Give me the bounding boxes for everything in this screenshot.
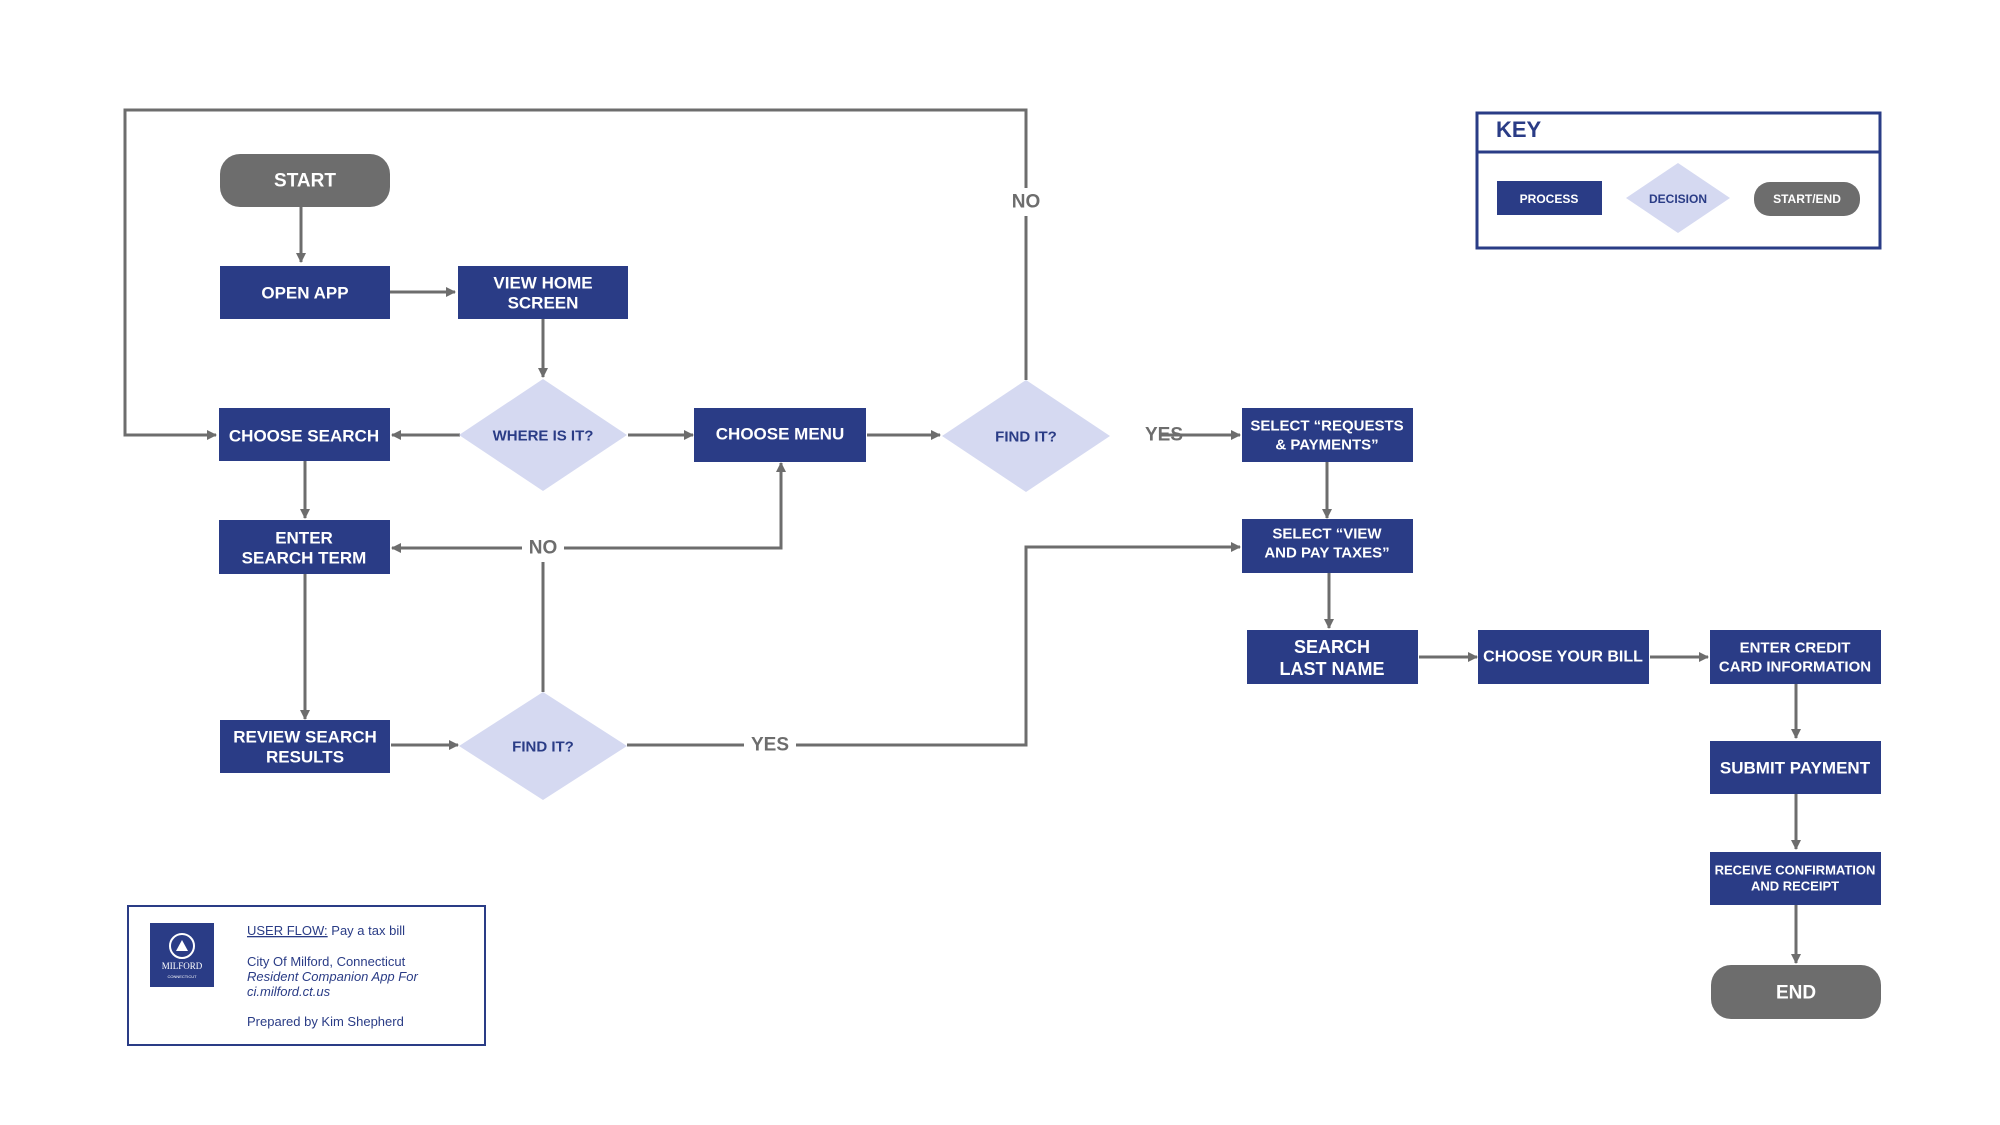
key-process-label: PROCESS [1520,192,1579,206]
select-view-pay-taxes-node: SELECT “VIEW AND PAY TAXES” [1242,519,1413,573]
receive-conf-label-line2: AND RECEIPT [1751,879,1839,894]
info-prepared-by: Prepared by Kim Shepherd [247,1014,404,1029]
view-home-screen-node: VIEW HOME SCREEN [458,266,628,319]
info-app-line: Resident Companion App For [247,969,418,984]
key-start-end-label: START/END [1773,192,1841,206]
view-home-label-line1: VIEW HOME [493,274,592,293]
where-is-it-label: WHERE IS IT? [493,428,594,445]
search-last-label-line1: SEARCH [1294,637,1370,657]
start-node: START [220,154,390,207]
milford-logo-emblem-icon [169,933,195,959]
enter-search-term-node: ENTER SEARCH TERM [219,520,390,574]
key-title: KEY [1496,117,1542,142]
review-results-label-line2: RESULTS [266,748,344,767]
key-start-end-swatch [1754,182,1860,216]
key-decision-label: DECISION [1649,192,1707,206]
edge-find-it-yes-to-select-view [627,542,1241,747]
review-search-results-node: REVIEW SEARCH RESULTS [220,720,390,773]
search-last-label-line2: LAST NAME [1280,659,1385,679]
edge-no-to-choose-menu [543,462,786,550]
edge-find-it-no-to-enter [391,543,545,692]
where-is-it-decision: WHERE IS IT? [459,379,627,491]
find-it-bottom-label: FIND IT? [512,739,574,756]
select-requests-label-line2: & PAYMENTS” [1275,437,1378,454]
select-view-label-line2: AND PAY TAXES” [1264,545,1389,562]
milford-logo: MILFORD CONNECTICUT [150,923,214,987]
receive-confirmation-node: RECEIVE CONFIRMATION AND RECEIPT [1710,852,1881,905]
choose-menu-node: CHOOSE MENU [694,408,866,462]
receive-conf-label-line1: RECEIVE CONFIRMATION [1715,863,1876,878]
start-label: START [274,171,336,192]
choose-menu-label: CHOOSE MENU [716,425,844,444]
info-city: City Of Milford, Connecticut [247,954,406,969]
view-home-label-line2: SCREEN [508,294,579,313]
enter-search-label-line2: SEARCH TERM [242,549,367,568]
key-process-swatch [1497,181,1602,215]
edge-label-no-middle: NO [529,538,558,559]
edge-label-yes-top: YES [1145,425,1183,446]
info-url: ci.milford.ct.us [247,984,331,999]
milford-logo-subtext: CONNECTICUT [167,974,197,979]
open-app-node: OPEN APP [220,266,390,319]
key-legend: KEY PROCESS DECISION START/END [1475,111,1882,250]
info-user-flow: USER FLOW: Pay a tax bill [247,923,405,938]
find-it-top-label: FIND IT? [995,429,1057,446]
enter-cc-label-line1: ENTER CREDIT [1740,640,1851,657]
submit-payment-node: SUBMIT PAYMENT [1710,741,1881,794]
select-requests-payments-node: SELECT “REQUESTS & PAYMENTS” [1242,408,1413,462]
select-requests-label-line1: SELECT “REQUESTS [1250,418,1403,435]
search-last-name-node: SEARCH LAST NAME [1247,630,1418,684]
review-results-label-line1: REVIEW SEARCH [233,728,377,747]
find-it-top-decision: FIND IT? [942,380,1110,492]
choose-search-label: CHOOSE SEARCH [229,427,379,446]
enter-search-label-line1: ENTER [275,529,333,548]
end-label: END [1776,983,1816,1004]
submit-payment-label: SUBMIT PAYMENT [1720,759,1871,778]
end-node: END [1711,965,1881,1019]
info-user-flow-value: Pay a tax bill [328,923,405,938]
edge-label-yes-bottom: YES [751,735,789,756]
enter-credit-card-node: ENTER CREDIT CARD INFORMATION [1710,630,1881,684]
open-app-label: OPEN APP [261,284,348,303]
info-box: MILFORD CONNECTICUT USER FLOW: Pay a tax… [127,905,486,1046]
find-it-bottom-decision: FIND IT? [459,692,627,800]
choose-bill-label: CHOOSE YOUR BILL [1483,649,1643,666]
edge-labels: NO YES NO YES [522,188,1183,759]
key-decision-swatch [1626,163,1730,233]
milford-logo-text: MILFORD [162,961,203,971]
select-view-label-line1: SELECT “VIEW [1272,526,1382,543]
edge-label-no-top: NO [1012,192,1041,213]
enter-cc-label-line2: CARD INFORMATION [1719,659,1871,676]
choose-search-node: CHOOSE SEARCH [219,408,390,461]
choose-your-bill-node: CHOOSE YOUR BILL [1478,630,1649,684]
info-user-flow-label: USER FLOW: [247,923,328,938]
